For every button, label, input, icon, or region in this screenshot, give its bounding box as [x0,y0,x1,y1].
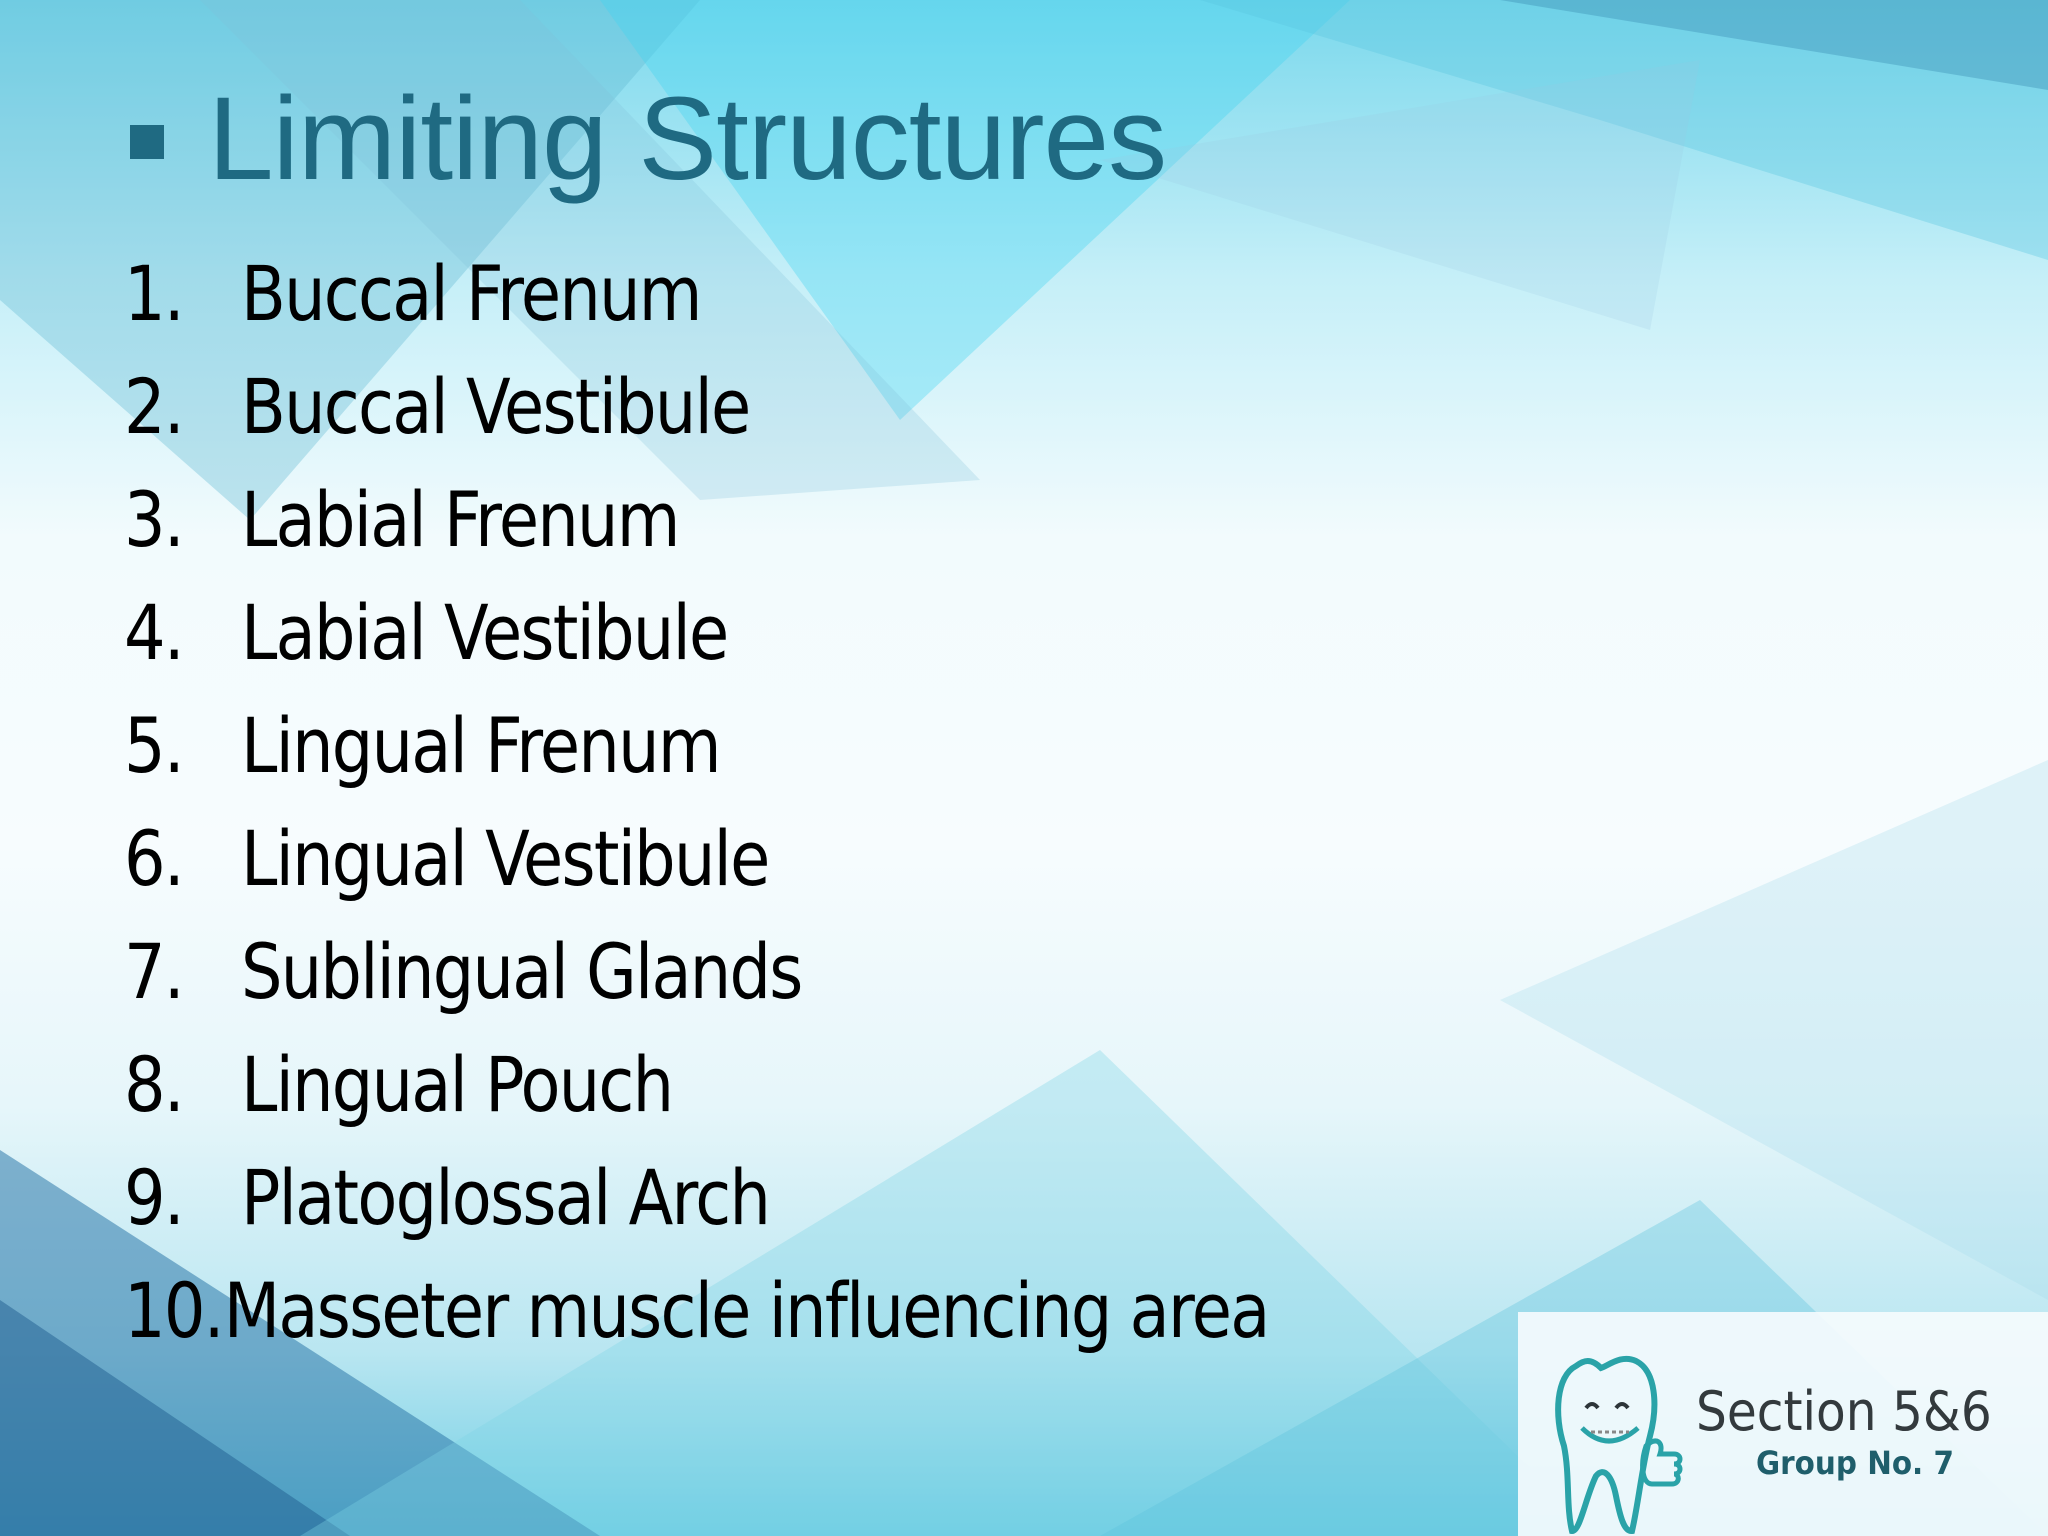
list-item-label: Buccal Frenum [240,249,702,338]
list-item-label: Masseter muscle influencing area [223,1266,1271,1355]
list-item-number: 4. [124,588,185,677]
list-item-label: Sublingual Glands [240,927,803,1016]
list-item: 7. Sublingual Glands [124,918,1269,1031]
list-item: 9. Platoglossal Arch [124,1144,1269,1257]
limiting-structures-list: 1. Buccal Frenum 2. Buccal Vestibule 3. Lab… [124,240,1455,1370]
list-item-number: 5. [124,701,185,790]
list-item-number: 8. [124,1040,185,1129]
list-item-number: 1. [124,249,185,338]
list-item-label: Lingual Frenum [240,701,722,790]
list-item: 3. Labial Frenum [124,466,1269,579]
list-item: 1. Buccal Frenum [124,240,1269,353]
slide-title: Limiting Structures [208,73,1167,205]
list-item: 8. Lingual Pouch [124,1031,1269,1144]
square-bullet-icon [130,125,164,159]
list-item-label: Buccal Vestibule [240,362,751,451]
list-item: 10.Masseter muscle influencing area [124,1257,1271,1370]
smiling-tooth-thumbs-up-icon [1555,1355,1683,1534]
logo-section-label: Section 5&6 [1696,1380,1992,1443]
list-item-label: Labial Vestibule [240,588,729,677]
list-item-label: Lingual Pouch [240,1040,674,1129]
list-item-number: 10. [124,1266,225,1355]
list-item-label: Labial Frenum [240,475,680,564]
list-item-number: 3. [124,475,185,564]
list-item-number: 7. [124,927,185,1016]
list-item: 2. Buccal Vestibule [124,353,1269,466]
list-item-number: 2. [124,362,185,451]
list-item: 5. Lingual Frenum [124,692,1269,805]
list-item-number: 9. [124,1153,185,1242]
list-item: 6. Lingual Vestibule [124,805,1269,918]
title-row: Limiting Structures [130,73,1167,205]
list-item: 4. Labial Vestibule [124,579,1269,692]
group-logo: Section 5&6 Group No. 7 [1518,1312,2048,1536]
list-item-label: Platoglossal Arch [240,1153,771,1242]
logo-group-label: Group No. 7 [1756,1444,1954,1482]
list-item-label: Lingual Vestibule [240,814,770,903]
list-item-number: 6. [124,814,185,903]
